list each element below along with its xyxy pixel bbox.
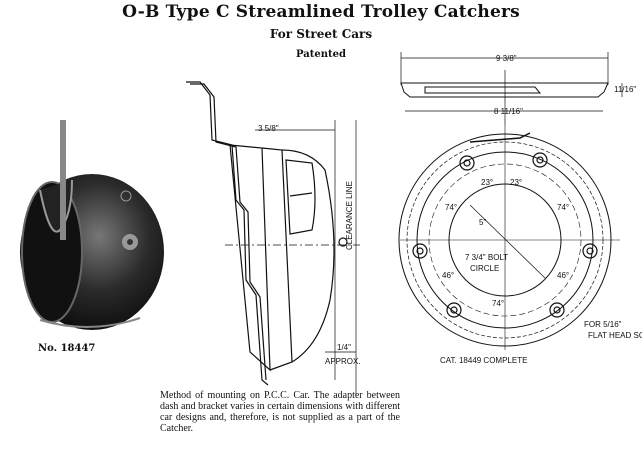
plate-height-dimension: 11/16" xyxy=(614,85,636,94)
side-view-drawing xyxy=(186,81,360,395)
gap-note: APPROX. xyxy=(325,357,361,366)
depth-dimension: 3 5/8" xyxy=(258,124,279,133)
clearance-line-label: CLEARANCE LINE xyxy=(345,181,354,250)
angle-label: 74° xyxy=(445,203,457,212)
angle-label: 23° xyxy=(481,178,493,187)
catalog-label: CAT. 18449 COMPLETE xyxy=(440,356,527,365)
bolt-circle-label: CIRCLE xyxy=(470,264,499,273)
photo-label: No. 18447 xyxy=(38,343,96,354)
inner-diameter-dimension: 8 11/16" xyxy=(494,107,523,116)
angle-label: 46° xyxy=(442,271,454,280)
gap-dimension: 1/4" xyxy=(337,343,351,352)
angle-label: 74° xyxy=(557,203,569,212)
screw-note: FOR 5/16" xyxy=(584,320,622,329)
screw-note: FLAT HEAD SCREW xyxy=(588,331,642,340)
radius-dimension: 5" xyxy=(479,218,486,227)
bolt-circle-labels: 23° 23° 74° 74° 5" 7 3/4" BOLT CIRCLE 46… xyxy=(440,178,642,365)
mounting-caption: Method of mounting on P.C.C. Car. The ad… xyxy=(160,390,400,434)
page-subtitle: For Street Cars xyxy=(269,27,373,41)
bolt-circle-label: 7 3/4" BOLT xyxy=(465,253,508,262)
plate-edge-drawing xyxy=(400,52,623,125)
angle-label: 46° xyxy=(557,271,569,280)
page-title: O-B Type C Streamlined Trolley Catchers xyxy=(122,2,520,22)
bolt-circle-drawing xyxy=(398,125,620,350)
angle-label: 74° xyxy=(492,299,504,308)
patent-note: Patented xyxy=(296,49,346,60)
outer-diameter-dimension: 9 3/8" xyxy=(496,54,517,63)
angle-label: 23° xyxy=(510,178,522,187)
catcher-photo xyxy=(20,120,164,330)
